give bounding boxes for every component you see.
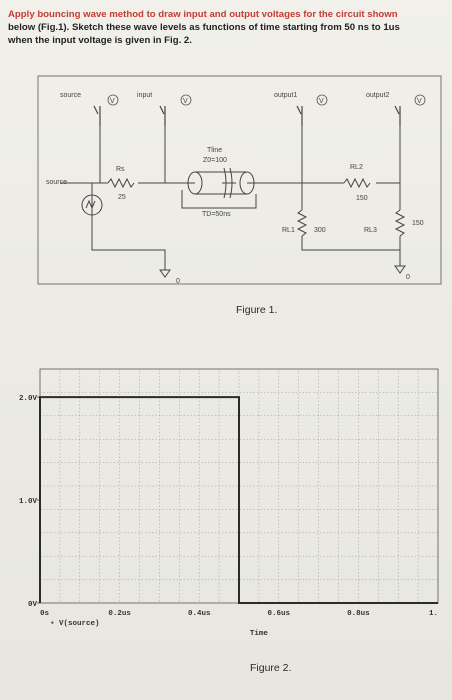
series-line-v-source [39, 396, 438, 604]
probe-source-icon [107, 94, 119, 106]
ground-label-2: 0 [406, 274, 410, 281]
question-line-3: when the input voltage is given in Fig. … [8, 35, 192, 46]
schematic-frame [37, 75, 442, 285]
x-tick-label: 0.8us [347, 610, 370, 618]
probe-output1-icon [316, 94, 328, 106]
probe-label-output2: output2 [366, 92, 389, 99]
rl3-value: 150 [412, 220, 424, 227]
probe-label-output1: output1 [274, 92, 297, 99]
rs-resistor-icon [107, 177, 135, 189]
probe-marker-4: V [417, 98, 422, 105]
rl2-label: RL2 [350, 164, 363, 171]
probe-label-source: source [60, 92, 81, 99]
y-tick-label: 0V [28, 601, 38, 609]
rl2-value: 150 [356, 195, 368, 202]
td-label: TD=50ns [202, 211, 231, 218]
figure1-caption: Figure 1. [236, 304, 278, 316]
circuit-schematic: source input output1 output2 V V V V [37, 75, 442, 285]
x-tick-label: 0.4us [188, 610, 211, 618]
rl2-resistor-icon [343, 177, 371, 189]
x-tick-label: 1. [429, 610, 438, 618]
x-tick-label: 0.6us [268, 610, 291, 618]
ground-icon-1 [159, 269, 171, 278]
x-tick-label: 0.2us [108, 610, 131, 618]
probe-marker-3: V [319, 98, 324, 105]
ground-label-1: 0 [176, 278, 180, 285]
probe-input-icon [180, 94, 192, 106]
figure2-caption: Figure 2. [250, 662, 292, 674]
z0-label: Z0=100 [203, 157, 227, 164]
probe-label-input: input [137, 92, 152, 99]
question-line-2: below (Fig.1). Sketch these wave levels … [8, 22, 400, 33]
probe-marker-2: V [183, 98, 188, 105]
probe-marker-1: V [110, 98, 115, 105]
ground-icon-2 [394, 265, 406, 274]
source-label: source [46, 179, 67, 186]
rl3-label: RL3 [364, 227, 377, 234]
rl1-resistor-icon [296, 209, 308, 237]
rl1-value: 300 [314, 227, 326, 234]
transmission-line-icon [187, 167, 255, 199]
question-line-1: Apply bouncing wave method to draw input… [8, 9, 398, 20]
x-axis-label: Time [250, 630, 269, 638]
rs-label: Rs [116, 166, 125, 173]
tline-label: Tline [207, 147, 222, 154]
y-tick-label: 2.0V [19, 395, 38, 403]
x-tick-label: 0s [40, 610, 50, 618]
question-text: Apply bouncing wave method to draw input… [8, 8, 448, 47]
rl1-label: RL1 [282, 227, 295, 234]
rs-value: 25 [118, 194, 126, 201]
legend-entry: ▪ V(source) [50, 620, 100, 628]
probe-output2-icon [414, 94, 426, 106]
y-tick-label: 1.0V [19, 498, 38, 506]
rl3-resistor-icon [394, 209, 406, 237]
